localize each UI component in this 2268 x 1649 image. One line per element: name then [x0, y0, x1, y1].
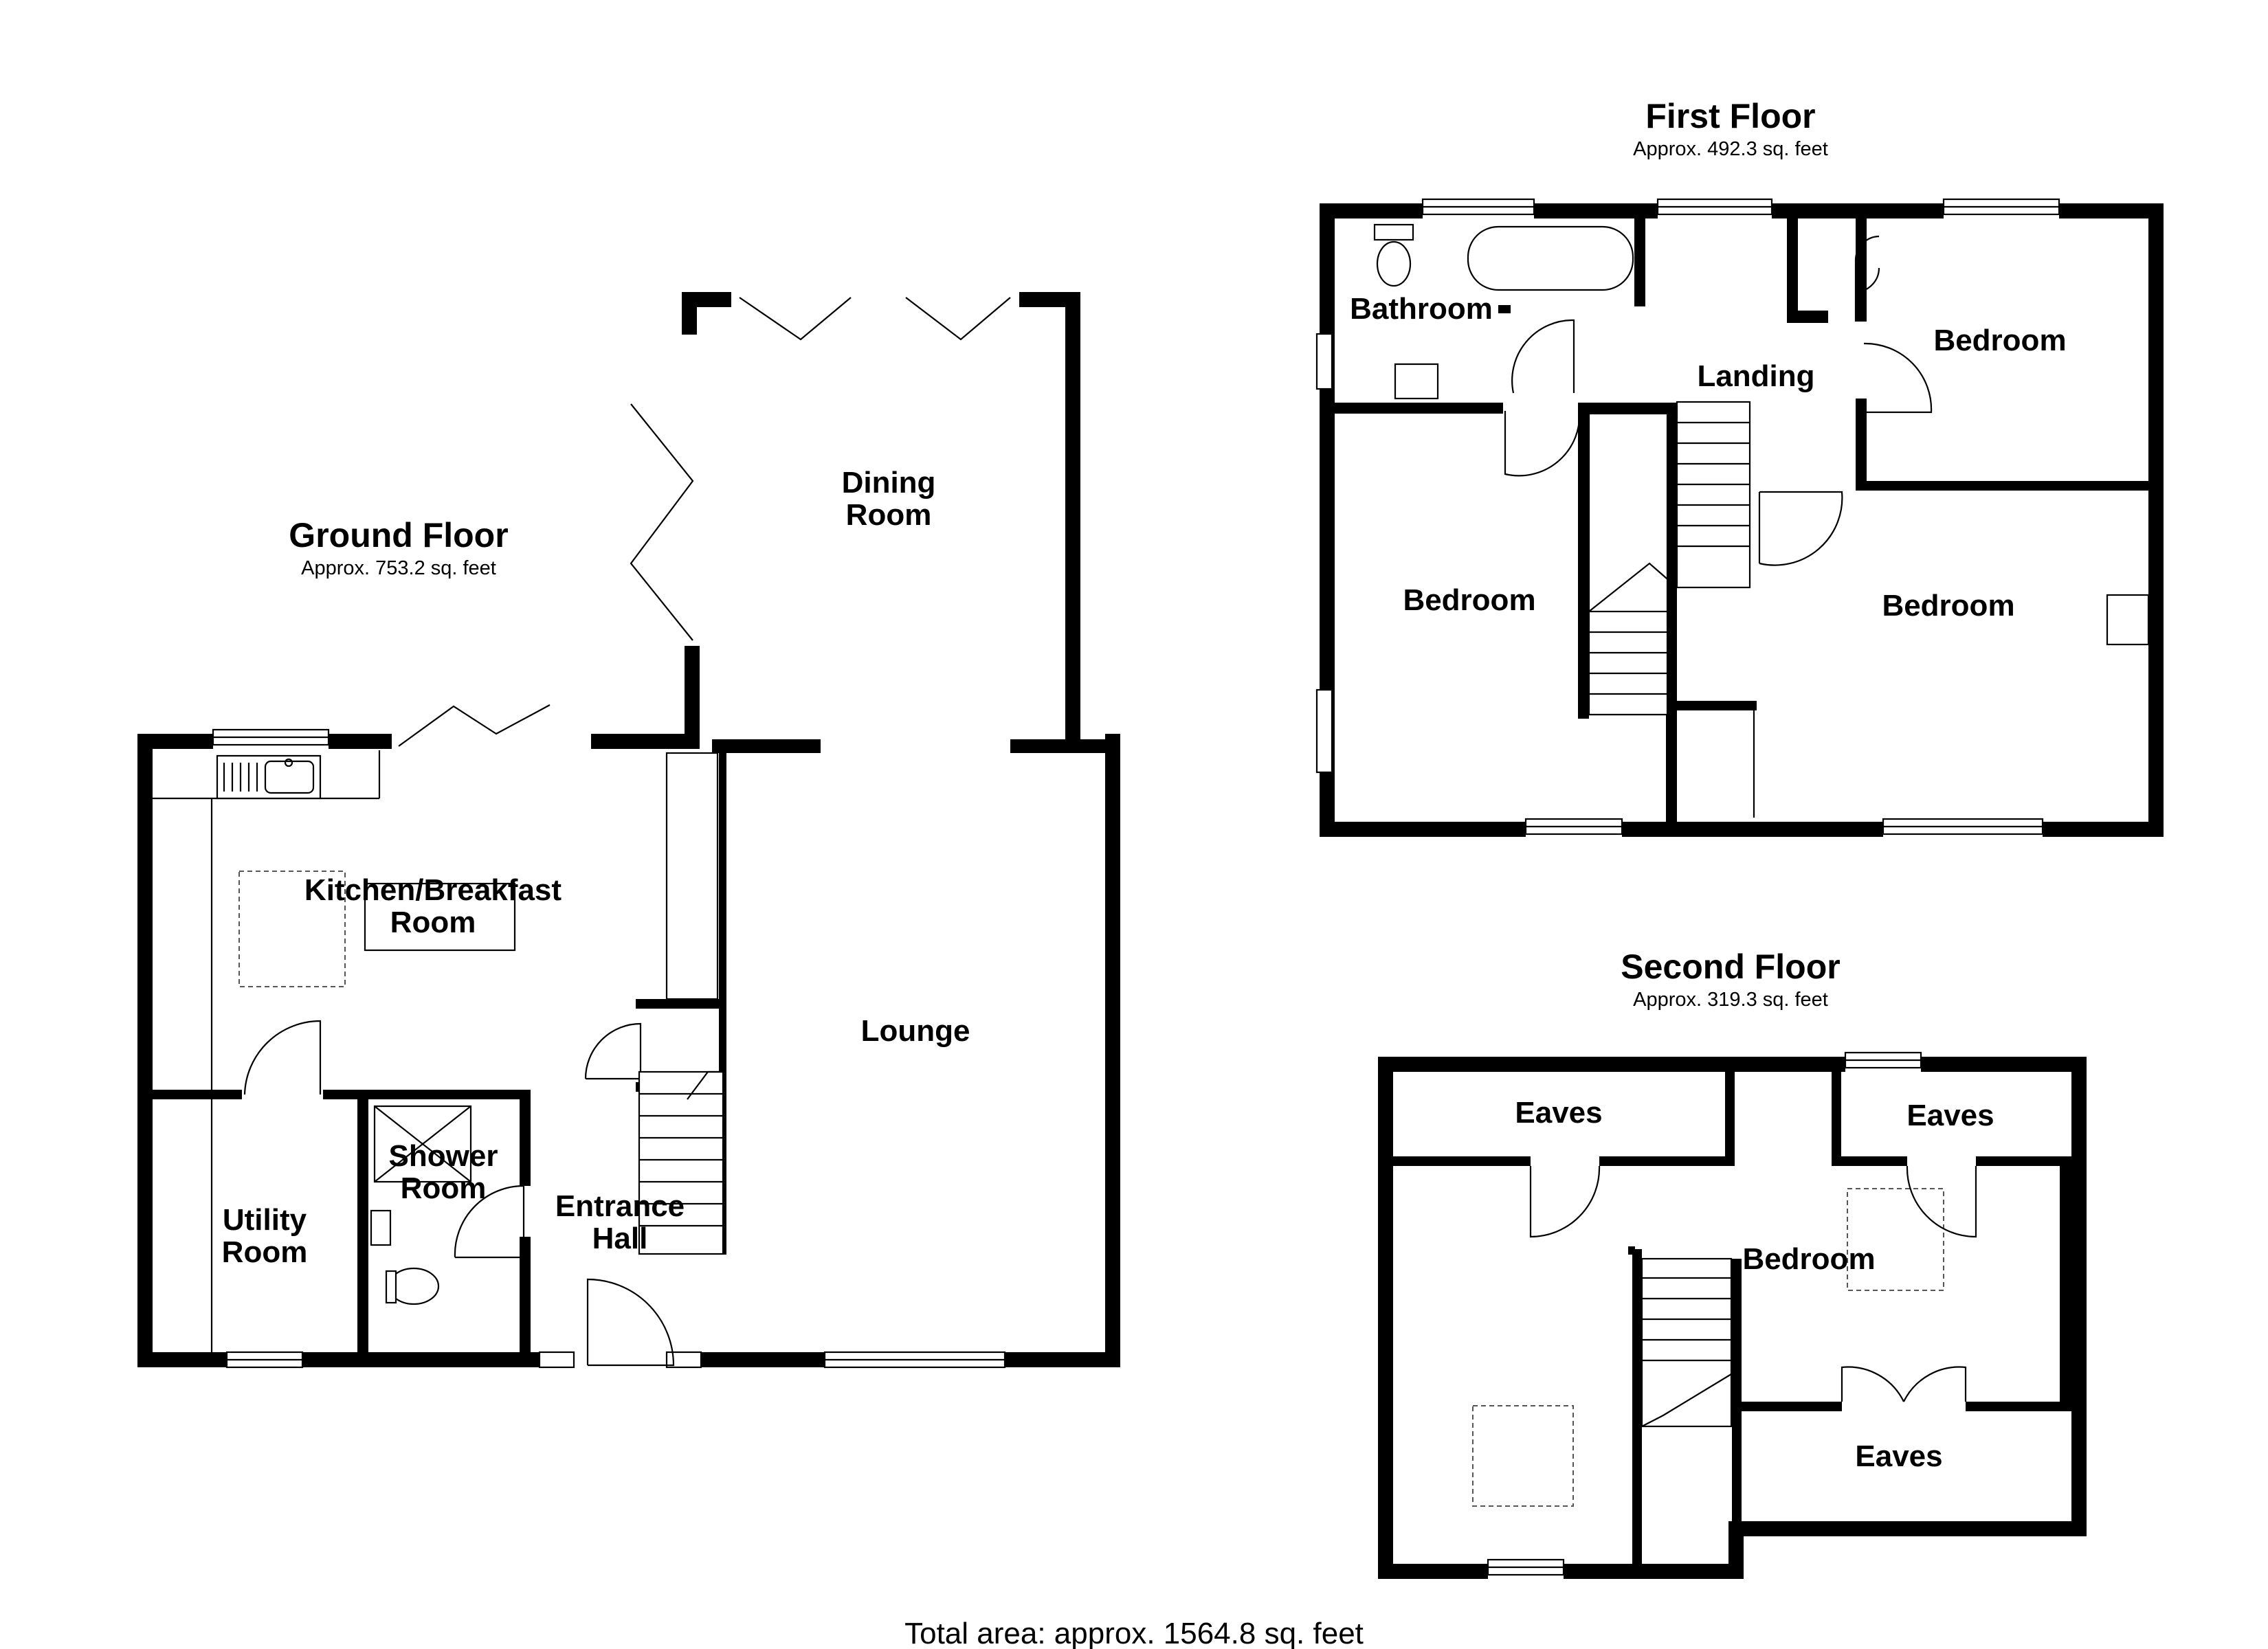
room-eaves-s: Eaves: [1855, 1439, 1942, 1473]
room-shower-line2: Room: [401, 1171, 487, 1205]
room-shower-line1: Shower: [389, 1139, 498, 1173]
room-entrance-line2: Hall: [592, 1222, 648, 1255]
second-floor-area: Approx. 319.3 sq. feet: [1633, 989, 1828, 1011]
room-bedroom-first-ne: Bedroom: [1933, 324, 2066, 357]
room-landing: Landing: [1697, 359, 1814, 393]
room-bedroom-first-se: Bedroom: [1882, 589, 2014, 622]
second-floor-title: Second Floor: [1621, 947, 1840, 986]
second-floor-plan: [1378, 1051, 2087, 1579]
room-utility-line2: Room: [222, 1235, 308, 1269]
room-eaves-nw: Eaves: [1515, 1096, 1602, 1130]
room-eaves-ne: Eaves: [1906, 1099, 1994, 1132]
first-floor-plan: [1315, 198, 2164, 837]
room-lounge: Lounge: [861, 1014, 970, 1048]
ground-floor-plan: [137, 292, 1120, 1369]
first-floor-area: Approx. 492.3 sq. feet: [1633, 138, 1828, 160]
room-bathroom: Bathroom: [1350, 292, 1493, 326]
room-kitchen-line2: Room: [390, 906, 476, 939]
room-kitchen-line1: Kitchen/Breakfast: [304, 873, 562, 907]
ground-floor-title: Ground Floor: [289, 516, 508, 554]
room-entrance-line1: Entrance: [555, 1189, 685, 1223]
ground-floor-area: Approx. 753.2 sq. feet: [301, 557, 496, 579]
room-bedroom-first-w: Bedroom: [1403, 583, 1535, 617]
room-dining-line1: Dining: [842, 466, 936, 500]
first-floor-title: First Floor: [1645, 97, 1815, 135]
total-area: Total area: approx. 1564.8 sq. feet: [904, 1617, 1364, 1649]
room-utility-line1: Utility: [223, 1203, 307, 1237]
room-dining-line2: Room: [846, 498, 932, 532]
room-bedroom-second: Bedroom: [1742, 1242, 1875, 1276]
